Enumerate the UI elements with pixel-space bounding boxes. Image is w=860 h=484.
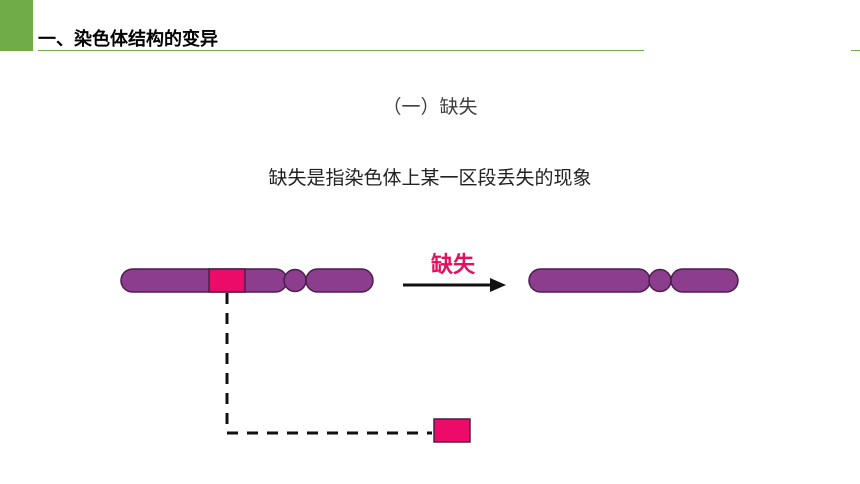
definition-text: 缺失是指染色体上某一区段丢失的现象	[268, 167, 592, 189]
arrow-label: 缺失	[431, 252, 476, 278]
header-divider-tick	[851, 50, 860, 51]
resulting-chromosome	[528, 268, 739, 293]
original-centromere	[283, 268, 307, 293]
deleted-segment-marker	[208, 268, 246, 293]
header-divider	[38, 50, 644, 51]
original-chromosome	[120, 268, 374, 293]
section-title: 一、染色体结构的变异	[38, 29, 218, 50]
lost-fragment	[433, 418, 471, 443]
subheading: （一）缺失	[382, 96, 478, 118]
resulting-centromere	[648, 268, 672, 293]
fragment-path-dashed	[225, 293, 432, 435]
transition-arrow-head	[490, 278, 506, 292]
original-chromosome-long-arm	[120, 268, 288, 293]
header-accent-block	[0, 0, 33, 51]
resulting-chromosome-long-arm	[528, 268, 651, 293]
original-chromosome-short-arm	[305, 268, 374, 293]
deletion-diagram: 缺失	[120, 252, 739, 443]
resulting-chromosome-short-arm	[670, 268, 739, 293]
